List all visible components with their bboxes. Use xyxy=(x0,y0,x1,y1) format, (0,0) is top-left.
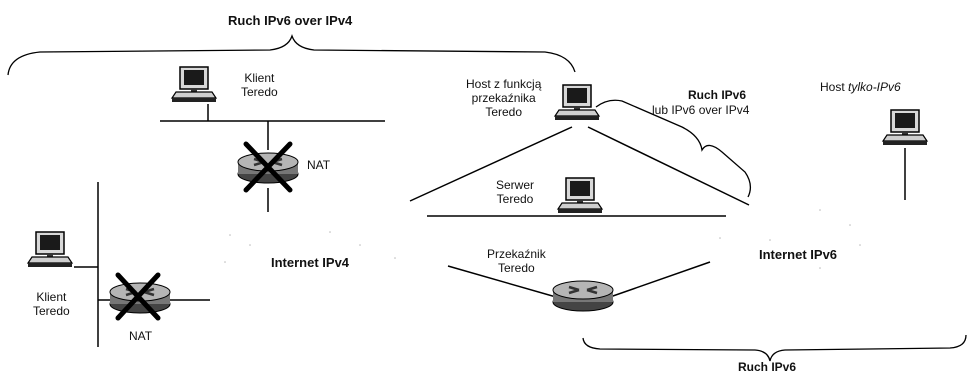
brace-ipv6 xyxy=(582,334,967,362)
teredo-relay-router xyxy=(551,279,615,313)
server-label: Serwer Teredo xyxy=(496,178,535,206)
nat-left-label: NAT xyxy=(129,329,153,343)
brace-label-ipv6-or-tunnel: Ruch IPv6 xyxy=(688,88,747,102)
host-relay-pc xyxy=(554,84,600,121)
internet-ipv6-label: Internet IPv6 xyxy=(759,247,838,262)
brace-label-ipv6-or-tunnel-line2: lub IPv6 over IPv4 xyxy=(652,103,750,117)
teredo-client-top-label: Klient Teredo xyxy=(241,71,278,99)
link-relay-left xyxy=(409,126,573,202)
nat-left-router xyxy=(108,272,172,321)
link-relay-right xyxy=(587,126,750,206)
teredo-client-top-pc xyxy=(171,66,217,103)
teredo-client-left-label: Klient Teredo xyxy=(33,290,70,318)
relay-label: Przekaźnik Teredo xyxy=(487,247,546,275)
nat-top-label: NAT xyxy=(307,158,331,172)
host-relay-label: Host z funkcją przekaźnika Teredo xyxy=(466,77,542,119)
brace-ipv6-over-ipv4 xyxy=(7,33,576,76)
internet-ipv4-label: Internet IPv4 xyxy=(271,255,350,270)
teredo-client-left-pc xyxy=(27,231,73,268)
ipv6-host-label: Host tylko-IPv6 xyxy=(820,80,901,94)
nat-top-router xyxy=(236,141,300,193)
ipv6-host-pc xyxy=(882,109,928,146)
brace-label-ipv6-over-ipv4: Ruch IPv6 over IPv4 xyxy=(228,13,353,28)
brace-ipv6-or-tunnel xyxy=(595,99,752,198)
brace-label-ipv6: Ruch IPv6 xyxy=(738,360,797,374)
server-pc xyxy=(557,177,603,214)
